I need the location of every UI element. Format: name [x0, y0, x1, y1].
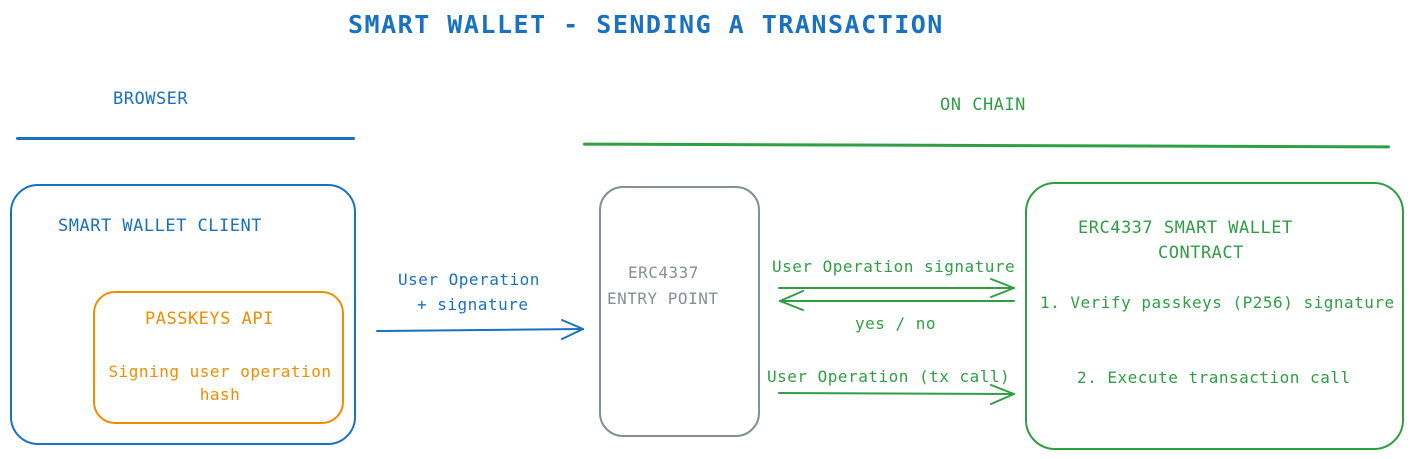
passkeys-api-box: [93, 291, 344, 424]
entry-point-title-line1: ERC4337: [628, 263, 699, 282]
signature-arrow: [778, 278, 1015, 298]
contract-step-execute: 2. Execute transaction call: [1077, 368, 1351, 387]
smart-wallet-contract-box: [1025, 182, 1404, 450]
diagram-title: SMART WALLET - SENDING A TRANSACTION: [348, 10, 944, 39]
passkeys-api-title: PASSKEYS API: [145, 309, 274, 329]
signature-arrow-label: User Operation signature: [772, 257, 1016, 276]
smart-wallet-client-box: [10, 184, 356, 445]
tx-call-arrow-label: User Operation (tx call): [767, 367, 1011, 386]
entry-point-box: [599, 186, 760, 437]
passkeys-api-description: Signing user operation hash: [108, 362, 332, 405]
tx-call-arrow: [778, 384, 1015, 405]
entry-point-title-line2: ENTRY POINT: [607, 289, 719, 308]
user-operation-arrow: [376, 319, 584, 340]
smart-wallet-client-title: SMART WALLET CLIENT: [58, 216, 262, 236]
contract-title-line1: ERC4337 SMART WALLET: [1078, 218, 1293, 238]
user-operation-arrow-label-line2: + signature: [417, 295, 529, 314]
browser-section-divider: [16, 137, 355, 140]
on-chain-section-label: ON CHAIN: [940, 95, 1026, 115]
contract-step-verify: 1. Verify passkeys (P256) signature: [1040, 293, 1395, 312]
response-arrow-label: yes / no: [855, 314, 937, 333]
response-arrow: [779, 290, 1015, 311]
user-operation-arrow-label-line1: User Operation: [398, 270, 540, 289]
contract-title-line2: CONTRACT: [1158, 243, 1244, 263]
browser-section-label: BROWSER: [113, 89, 189, 109]
